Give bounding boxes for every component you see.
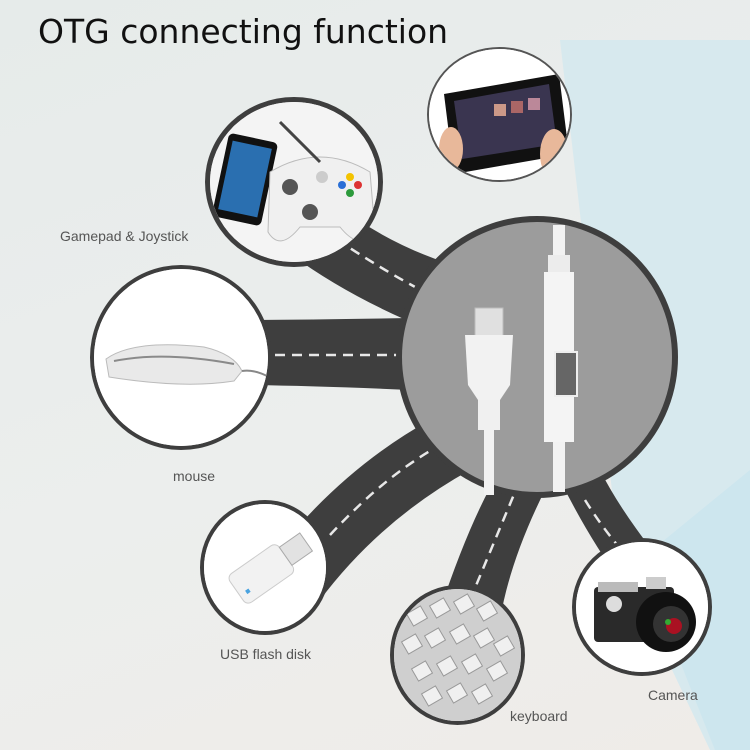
tablet-icon — [429, 49, 570, 180]
usb-female-port — [544, 225, 578, 492]
micro-usb-plug — [465, 307, 513, 495]
device-bubble-usb-flash-disk — [200, 500, 330, 635]
camera-icon — [576, 542, 708, 672]
page-title: OTG connecting function — [38, 12, 449, 51]
device-label-usb-flash-disk: USB flash disk — [220, 646, 312, 662]
keyboard-icon — [394, 589, 521, 721]
device-bubble-mouse — [90, 265, 272, 450]
mouse-icon — [94, 269, 268, 446]
device-label-mouse: mouse — [173, 468, 216, 484]
device-bubble-gamepad — [205, 97, 383, 267]
device-label-keyboard: keyboard — [510, 708, 568, 724]
device-label-gamepad: Gamepad & Joystick — [60, 228, 189, 244]
gamepad-icon — [210, 102, 378, 262]
device-bubble-keyboard — [390, 585, 525, 725]
device-bubble-tablet — [427, 47, 572, 182]
device-bubble-camera — [572, 538, 712, 676]
usb-flash-disk-icon — [204, 504, 326, 631]
device-label-camera: Camera — [648, 687, 698, 703]
